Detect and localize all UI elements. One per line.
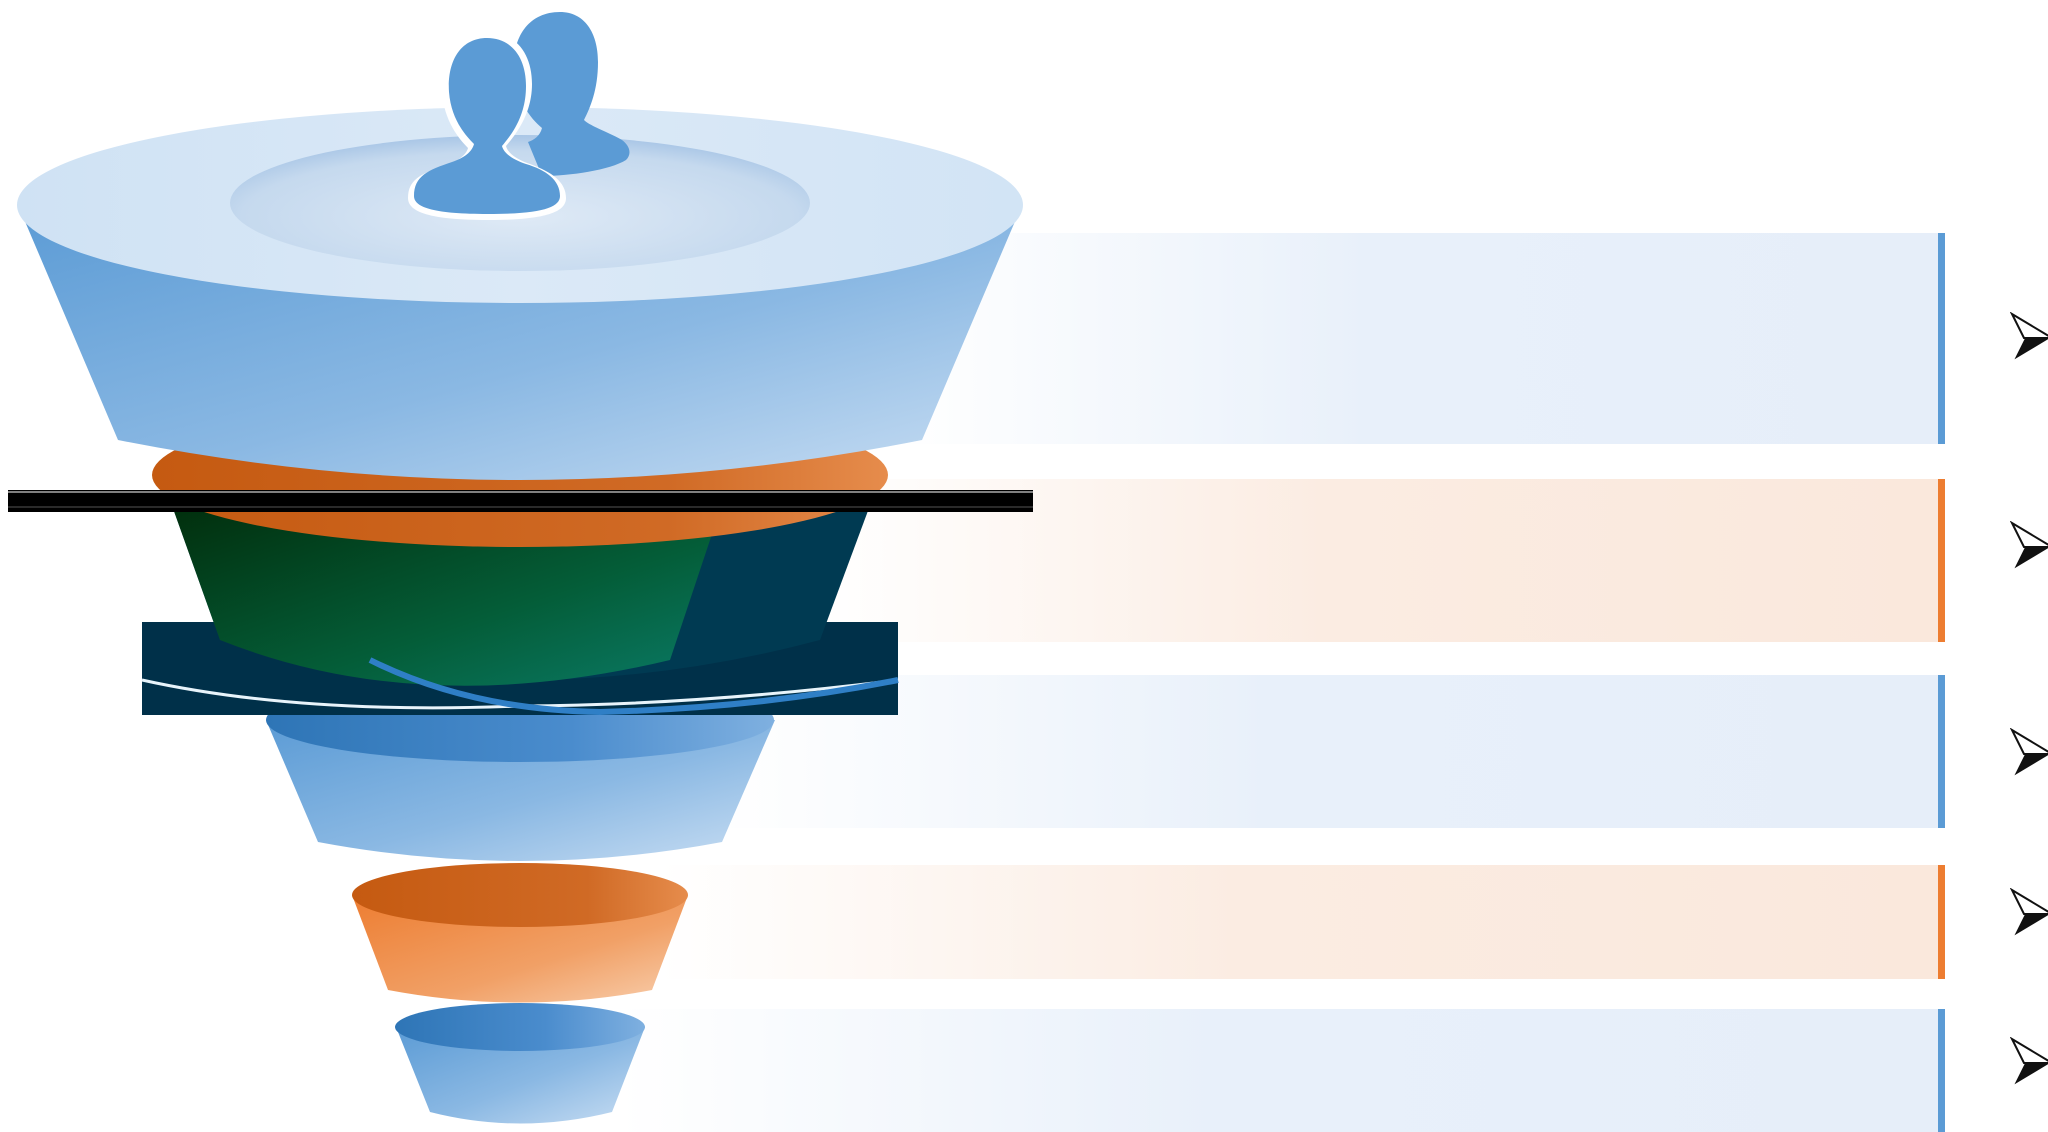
funnel-stage-4: [352, 863, 688, 1003]
arrowhead-bullet-icon: [2010, 728, 2048, 780]
stage-band-5-edge: [1938, 1009, 1945, 1132]
stage-band-2-edge: [1938, 479, 1945, 642]
arrowhead-bullet-icon: [2010, 521, 2048, 573]
stage-band-4-edge: [1938, 865, 1945, 979]
arrowhead-bullet-icon: [2010, 312, 2048, 364]
stage-band-1-edge: [1938, 233, 1945, 444]
arrowhead-bullet-icon: [2010, 888, 2048, 940]
funnel-graphic: [0, 0, 1060, 1132]
arrowhead-bullet-icon: [2010, 1037, 2048, 1089]
stage-band-3-edge: [1938, 675, 1945, 828]
funnel-stage-5: [395, 1003, 645, 1124]
